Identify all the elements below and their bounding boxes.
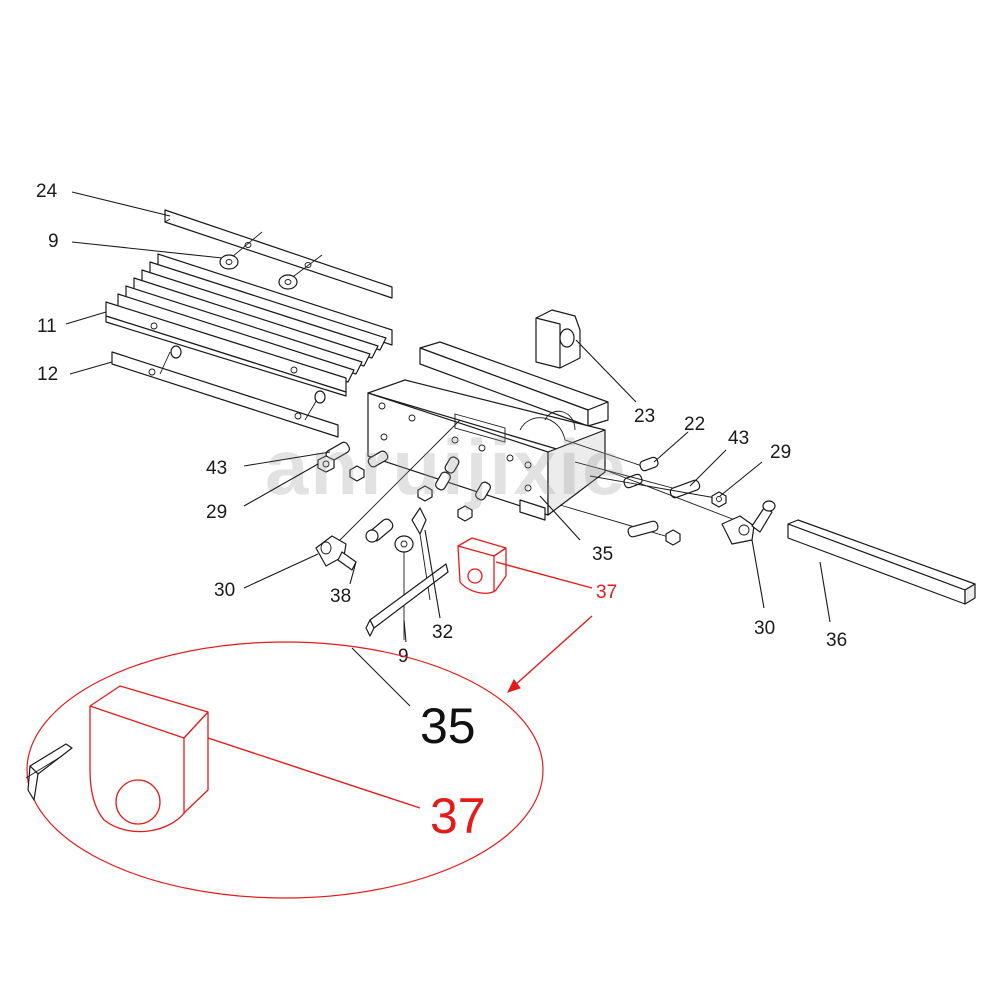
- part-36-bar: [787, 519, 976, 605]
- leader-37-red: [495, 561, 593, 693]
- callout-23: 23: [634, 406, 655, 427]
- callout-43-right: 43: [728, 428, 749, 449]
- callout-43-left: 43: [206, 458, 227, 479]
- callout-35: 35: [592, 544, 613, 565]
- part-11-bellows: [105, 253, 393, 397]
- main-body: [367, 341, 609, 521]
- watermark-text: anruijixie: [265, 423, 627, 511]
- callout-labels: 24 9 11 12 43 29 30 38 9 32 35 37 23 22 …: [36, 181, 847, 667]
- callout-9-top: 9: [48, 231, 59, 252]
- part-9-screws: [219, 231, 323, 290]
- part-43-pin-right: [574, 461, 701, 499]
- callout-32: 32: [432, 622, 453, 643]
- part-29-nut-right: [589, 475, 727, 508]
- part-37-highlight: [457, 537, 507, 594]
- callout-29-right: 29: [770, 442, 791, 463]
- part-30-lever-left: [315, 419, 461, 571]
- small-pins-center: [417, 456, 491, 522]
- zoom-part-35: [25, 743, 73, 801]
- callout-22: 22: [684, 414, 705, 435]
- part-35-gib: [365, 563, 449, 637]
- callout-36: 36: [826, 630, 847, 651]
- callout-30-left: 30: [214, 580, 235, 601]
- part-24-strip: [164, 209, 393, 299]
- callout-30-right: 30: [754, 618, 775, 639]
- zoom-ellipse: [26, 641, 544, 899]
- callout-38: 38: [330, 586, 351, 607]
- part-30-lever-right: [604, 469, 776, 545]
- leader-lines: [65, 191, 831, 643]
- part-32-key: [411, 507, 431, 601]
- part-38-bolt: [365, 518, 394, 543]
- part-23-bracket: [535, 309, 581, 369]
- part-12-strip: [111, 345, 339, 438]
- zoom-part-37: [89, 685, 209, 833]
- callout-37: 37: [596, 582, 617, 603]
- zoom-callout-35: 35: [420, 698, 476, 754]
- part-29-nut-left: [317, 450, 389, 482]
- right-lower-pin: [559, 504, 681, 546]
- callout-12: 12: [37, 364, 58, 385]
- callout-11: 11: [37, 316, 57, 337]
- zoom-detail: 35 37: [25, 641, 544, 899]
- callout-24: 24: [36, 181, 58, 202]
- zoom-callout-37: 37: [430, 788, 486, 844]
- callout-29-left: 29: [206, 502, 227, 523]
